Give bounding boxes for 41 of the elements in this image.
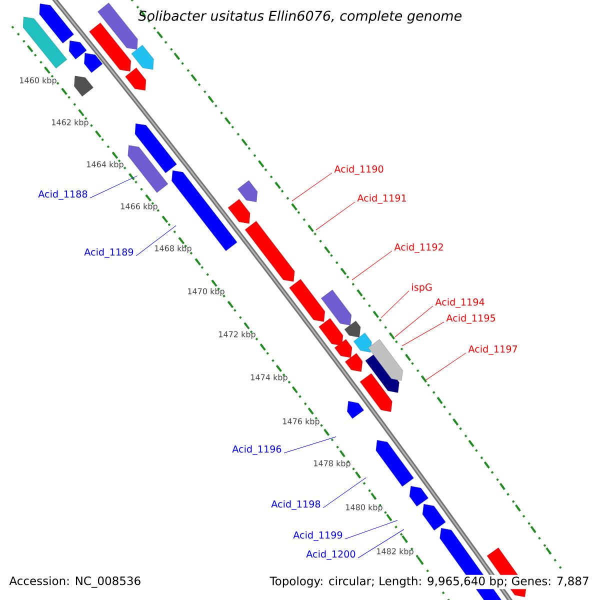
leader-line [292,172,332,202]
leader-line [352,250,392,280]
leader-line [284,436,336,454]
leader-line [136,225,176,256]
scale-label: 1464 kbp [87,161,124,169]
leader-line [344,520,398,540]
gene-label: Acid_1189 [84,248,134,258]
genome-summary: Topology: circular; Length: 9,965,640 bp; Genes: 7,887 [268,574,591,590]
scale-label: 1460 kbp [20,77,56,85]
gene-label: Acid_1188 [38,190,88,200]
leader-line [322,477,366,508]
gene-label: Acid_1194 [435,298,484,308]
title: Solibacter usitatus Ellin6076, complete genome [138,10,462,24]
accession-label: Accession: NC_008536 [9,576,140,588]
leader-line [380,290,410,318]
scale-label: 1476 kbp [283,418,320,426]
gene-label: Acid_1199 [293,531,342,541]
scale-label: 1478 kbp [314,460,350,468]
scale-label: 1468 kbp [155,245,192,253]
leader-line [358,529,404,558]
leader-line [402,322,444,346]
scale-label: 1462 kbp [52,119,88,127]
scale-label: 1472 kbp [219,331,256,339]
leader-line [316,202,356,230]
gene-label: Acid_1195 [446,314,496,324]
scale-label: 1482 kbp [377,548,414,556]
gene-label: ispG [412,283,432,293]
gene-label: Acid_1200 [306,550,356,560]
gene-label: Acid_1190 [334,165,384,175]
gene-label: Acid_1191 [357,194,406,204]
scale-label: 1470 kbp [188,288,224,296]
leader-line [394,306,434,338]
gene-label: Acid_1197 [468,345,518,355]
leader-line [90,176,138,198]
scale-label: 1466 kbp [121,203,158,211]
scale-label: 1474 kbp [251,374,288,382]
scale-label: 1480 kbp [346,504,382,512]
leader-line [426,352,466,380]
gene-label: Acid_1192 [394,243,443,253]
gene-label: Acid_1198 [271,500,320,510]
gene-label: Acid_1196 [232,445,282,455]
